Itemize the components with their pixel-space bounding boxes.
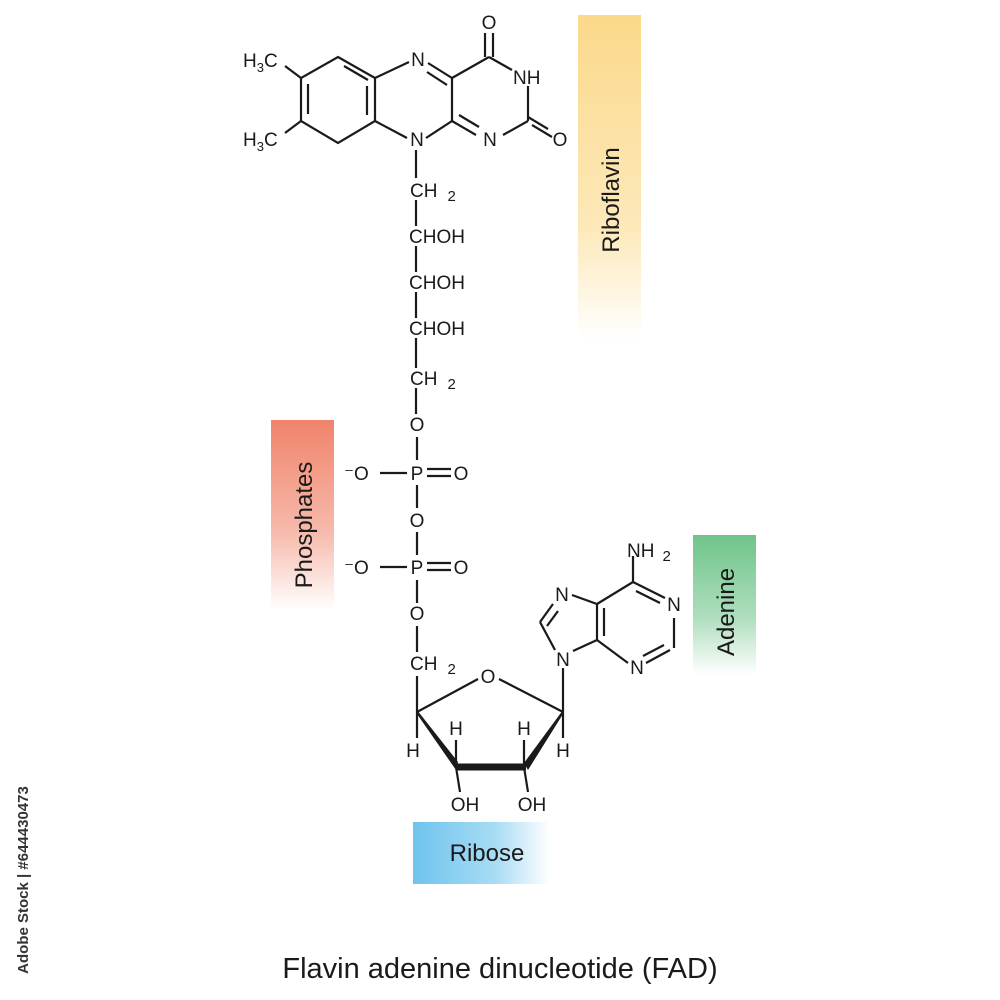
ring-wedge-right (524, 710, 563, 770)
n1-atom: N (483, 130, 497, 151)
o-minus-1: ⁻O (344, 464, 369, 485)
stock-id: Adobe Stock | #644430473 (15, 786, 32, 974)
diagram-title: Flavin adenine dinucleotide (FAD) (282, 953, 717, 985)
ribose-label: Ribose (450, 840, 525, 867)
phosphates-label: Phosphates (291, 462, 318, 589)
riboflavin-label: Riboflavin (598, 147, 625, 252)
choh-atom-1: CHOH (409, 227, 465, 248)
bridge-o-1: O (410, 415, 425, 436)
ring-wedge-left (417, 710, 458, 770)
flavin-ring-atoms: H3C H3C N N N NH O O (243, 13, 567, 154)
c3-hydrogen: H (449, 719, 463, 740)
riboflavin-bar (578, 15, 641, 340)
n3-adenine-atom: N (630, 658, 644, 679)
methyl-top-label: H3C (243, 51, 278, 75)
methyl-bottom-label: H3C (243, 130, 278, 154)
o4-atom: O (482, 13, 497, 34)
adenine-label-group: Adenine (693, 535, 756, 675)
bridge-o-2: O (410, 511, 425, 532)
phosphorus-2: P (411, 558, 424, 579)
ribose-ring: O H H H H OH OH (406, 667, 570, 816)
o-minus-2: ⁻O (344, 558, 369, 579)
n10-atom: N (410, 130, 424, 151)
phosphorus-1: P (411, 464, 424, 485)
oxo-o-1: O (454, 464, 469, 485)
n5-atom: N (411, 50, 425, 71)
c3-hydroxyl: OH (451, 795, 480, 816)
phosphates-label-group: Phosphates (271, 420, 334, 610)
n3h-atom: NH (513, 68, 540, 89)
c2-hydroxyl: OH (518, 795, 547, 816)
choh-atom-2: CHOH (409, 273, 465, 294)
oxo-o-2: O (454, 558, 469, 579)
ribose-bar (413, 822, 550, 884)
n7-atom: N (555, 585, 569, 606)
o2-atom: O (553, 130, 568, 151)
n9-atom: N (556, 650, 570, 671)
phosphates-bar (271, 420, 334, 610)
c2-hydrogen: H (517, 719, 531, 740)
c4-hydrogen: H (406, 741, 420, 762)
choh-atom-3: CHOH (409, 319, 465, 340)
adenine-label: Adenine (713, 568, 740, 656)
ring-oxygen: O (481, 667, 496, 688)
riboflavin-label-group: Riboflavin (578, 15, 641, 340)
c1-hydrogen: H (556, 741, 570, 762)
n1-adenine-atom: N (667, 595, 681, 616)
bridge-o-3: O (410, 604, 425, 625)
ribose-label-group: Ribose (413, 822, 550, 884)
adenine-bar (693, 535, 756, 675)
flavin-ring-bonds (284, 33, 553, 145)
